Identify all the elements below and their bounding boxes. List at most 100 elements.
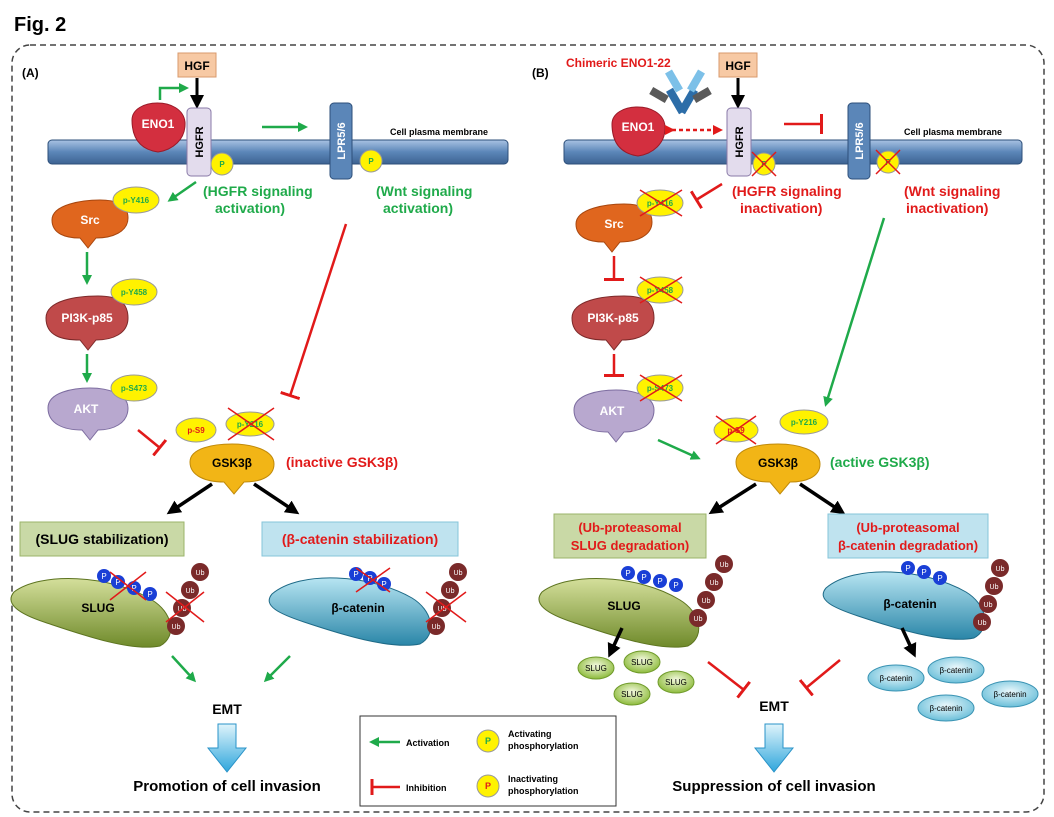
- catenin-phospho-group: P P P: [349, 567, 391, 593]
- slug-ub-label-b-4: Ub: [694, 616, 703, 623]
- hgfr-inhibit-src: [689, 182, 723, 210]
- catenin-fragment-label-4: β-catenin: [993, 690, 1026, 699]
- catenin-protein-b: [822, 571, 986, 640]
- catenin-protein: [268, 577, 432, 646]
- catenin-fragment-3: [917, 694, 975, 722]
- lpr56-receptor-b: [847, 102, 871, 180]
- catenin-ub-b-2: [985, 577, 1003, 595]
- akt-phospho-site: [110, 374, 158, 402]
- slug-stabilization-text: (SLUG stabilization): [36, 531, 169, 547]
- src-label-b: Src: [604, 217, 624, 231]
- figure-frame: [11, 44, 1045, 813]
- slug-p-cross-2: [109, 571, 147, 601]
- catenin-p-b-1: [901, 561, 915, 575]
- slug-fragment-label-4: SLUG: [665, 678, 687, 687]
- catenin-ub-4: [427, 617, 445, 635]
- catenin-ub-b-3: [979, 595, 997, 613]
- emt-down-arrow: [206, 723, 248, 773]
- pi3k-p-cross-2: [639, 276, 683, 304]
- panel-b: (B) Chimeric ENO1-22 Cell plasma membran…: [532, 52, 1039, 795]
- catenin-degradation-box: [827, 513, 989, 559]
- catenin-p-label-b-3: P: [937, 574, 942, 583]
- catenin-fragment-label-1: β-catenin: [879, 674, 912, 683]
- gsk-to-catenin-arrow: [253, 482, 300, 515]
- hgfr-signal-text-1: (HGFR signaling: [203, 183, 313, 199]
- panel-b-label: (B): [532, 66, 549, 80]
- slug-ub-chain: Ub Ub Ub Ub: [165, 563, 209, 635]
- gsk-y216-cross-2: [227, 407, 275, 441]
- gsk3b-protein-b: [735, 443, 821, 495]
- slug-fragment-3: [613, 682, 651, 706]
- slug-p-label-3: P: [131, 584, 136, 593]
- lpr56-label-b: LPR5/6: [854, 122, 866, 159]
- slug-p-label-2: P: [115, 578, 120, 587]
- panel-a-label: (A): [22, 66, 39, 80]
- src-label: Src: [80, 213, 100, 227]
- hgfr-label: HGFR: [194, 126, 206, 157]
- membrane-label-b: Cell plasma membrane: [904, 127, 1002, 137]
- gsk-to-slug-arrow: [166, 482, 213, 515]
- slug-fragment-label-3: SLUG: [621, 690, 643, 699]
- eno1-protein: [131, 102, 186, 153]
- slug-ub-4: [167, 617, 185, 635]
- legend-inactivating-label-2: phosphorylation: [508, 786, 579, 796]
- slug-p-b-2: [637, 570, 651, 584]
- slug-inhibit-emt: [707, 661, 751, 699]
- legend-activating-label-2: phosphorylation: [508, 741, 579, 751]
- legend-inactivating-p-circle: [476, 774, 500, 798]
- membrane-label: Cell plasma membrane: [390, 127, 488, 137]
- catenin-p-cross-2: [355, 567, 391, 593]
- pi3k-label-b: PI3K-p85: [587, 311, 639, 325]
- catenin-ub-b-1: [991, 559, 1009, 577]
- legend-inactivating-p-label: P: [485, 781, 491, 791]
- slug-p-1: [97, 569, 111, 583]
- catenin-ub-label-b-4: Ub: [978, 620, 987, 627]
- pi3k-phospho-label: p-Y458: [121, 288, 148, 297]
- akt-protein-b: [573, 389, 655, 443]
- slug-label-b: SLUG: [607, 599, 640, 613]
- catenin-fragment-1: [867, 664, 925, 692]
- outcome-label-b: Suppression of cell invasion: [672, 778, 875, 795]
- src-protein-b: [575, 203, 653, 253]
- wnt-inhibit-gsk: [280, 223, 348, 401]
- slug-stabilization-box: [19, 521, 185, 557]
- catenin-fragments: β-catenin β-catenin β-catenin β-catenin: [867, 656, 1039, 722]
- slug-ub-label-4: Ub: [172, 624, 181, 631]
- slug-phospho-group: P P P P: [97, 569, 157, 601]
- slug-fragment-2: [623, 650, 661, 674]
- catenin-ub-chain: Ub Ub Ub Ub: [425, 563, 467, 635]
- legend-activation-label: Activation: [406, 738, 450, 748]
- eno1-label-b: ENO1: [622, 120, 655, 134]
- src-p-cross-2: [639, 189, 683, 217]
- catenin-label-b: β-catenin: [883, 597, 936, 611]
- catenin-p-label-1: P: [353, 570, 358, 579]
- slug-ub-b-2: [705, 573, 723, 591]
- catenin-ub-label-2: Ub: [446, 588, 455, 595]
- catenin-p-3: [377, 577, 391, 591]
- lpr-phospho-label: P: [368, 157, 374, 166]
- catenin-ub-label-4: Ub: [432, 624, 441, 631]
- gsk-y216-site-b: [779, 409, 829, 435]
- slug-fragment-label-1: SLUG: [585, 664, 607, 673]
- legend-activating-p-label: P: [485, 736, 491, 746]
- slug-ub-2: [181, 581, 199, 599]
- wnt-signal-text-1-b: (Wnt signaling: [904, 183, 1000, 199]
- catenin-p-label-3: P: [381, 580, 386, 589]
- hgfr-phospho-label: P: [219, 160, 225, 169]
- hgfr-signal-text-2-b: inactivation): [740, 200, 822, 216]
- catenin-ub-1: [449, 563, 467, 581]
- catenin-ub-label-1: Ub: [454, 570, 463, 577]
- legend-activating-p-circle: [476, 729, 500, 753]
- hgfr-receptor: [186, 107, 212, 177]
- catenin-p-label-b-2: P: [921, 568, 926, 577]
- slug-p-label-b-3: P: [657, 577, 662, 586]
- slug-degradation-text-1: (Ub-proteasomal: [578, 520, 681, 535]
- emt-down-arrow-b: [753, 723, 795, 773]
- catenin-label: β-catenin: [331, 601, 384, 615]
- hgfr-label-b: HGFR: [734, 126, 746, 157]
- catenin-ub-label-b-3: Ub: [984, 602, 993, 609]
- slug-ub-chain-b: Ub Ub Ub Ub: [689, 555, 733, 627]
- akt-to-gsk-arrow: [657, 438, 701, 460]
- catenin-stabilization-box: [261, 521, 459, 557]
- wnt-signal-text-1: (Wnt signaling: [376, 183, 472, 199]
